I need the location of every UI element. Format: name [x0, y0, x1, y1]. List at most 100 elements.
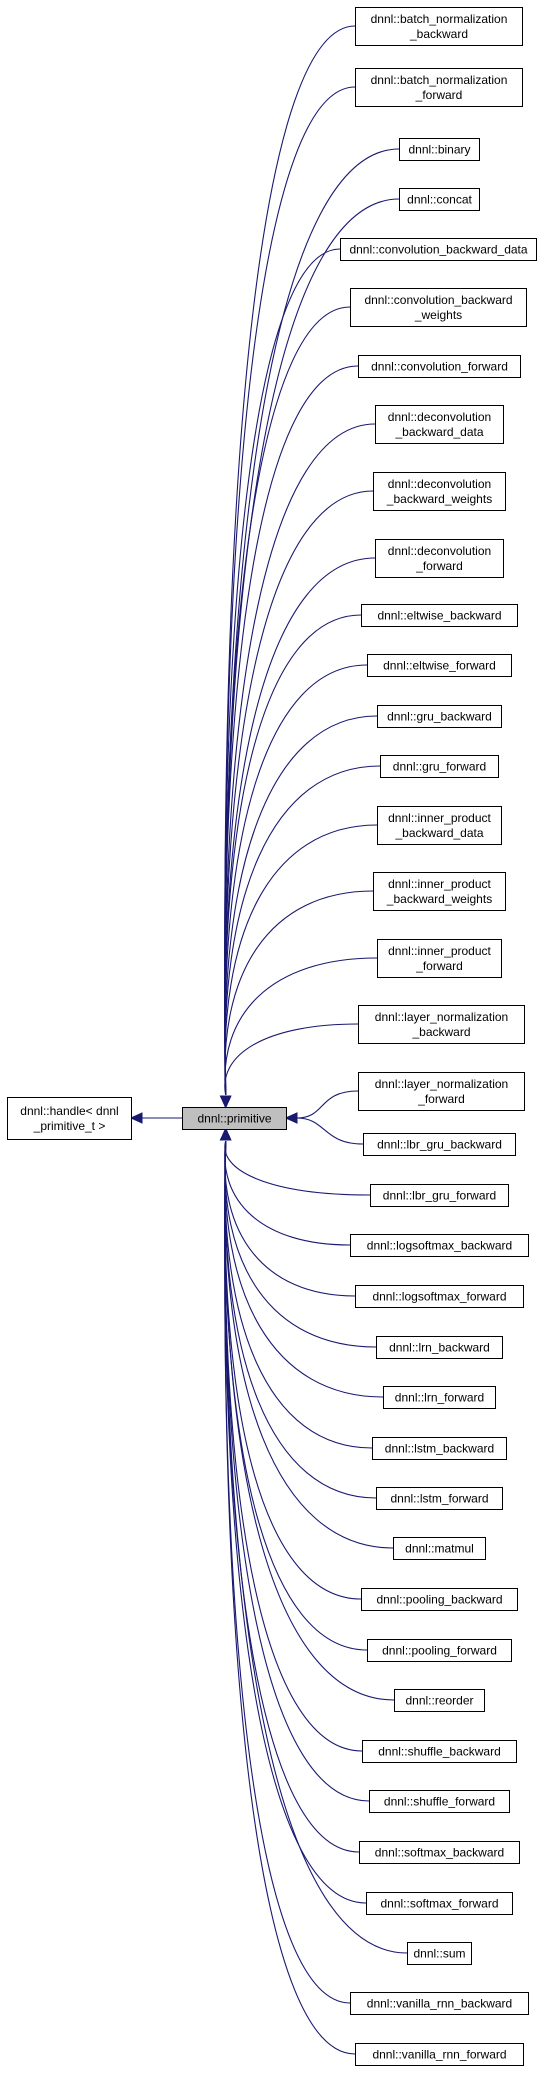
- node-dnnl-concat[interactable]: dnnl::concat: [399, 188, 480, 211]
- node-dnnl-lrn-backward-label: dnnl::lrn_backward: [389, 1341, 490, 1355]
- node-dnnl-batch-normalization-forward-label: _forward: [415, 88, 463, 102]
- edge-dnnl-convolution-backward-weights: [224, 306, 351, 1096]
- node-dnnl-sum[interactable]: dnnl::sum: [407, 1942, 472, 1965]
- node-dnnl-shuffle-backward-box: [362, 1740, 517, 1763]
- node-dnnl-reorder[interactable]: dnnl::reorder: [394, 1689, 485, 1712]
- node-dnnl-deconvolution-forward-label: dnnl::deconvolution: [388, 544, 491, 558]
- node-handle-primitive-t-label: _primitive_t >: [33, 1119, 106, 1133]
- node-dnnl-batch-normalization-backward[interactable]: dnnl::batch_normalization_backward: [355, 7, 523, 46]
- node-dnnl-lbr-gru-backward[interactable]: dnnl::lbr_gru_backward: [363, 1133, 516, 1156]
- node-dnnl-shuffle-backward[interactable]: dnnl::shuffle_backward: [362, 1740, 517, 1763]
- node-dnnl-inner-product-backward-weights-label: _backward_weights: [386, 892, 492, 906]
- node-dnnl-convolution-backward-data-box: [340, 238, 537, 261]
- node-handle-primitive-t-box: [7, 1097, 132, 1140]
- node-dnnl-softmax-forward[interactable]: dnnl::softmax_forward: [366, 1892, 513, 1915]
- node-dnnl-batch-normalization-forward-label: dnnl::batch_normalization: [371, 73, 508, 87]
- node-dnnl-batch-normalization-backward-box: [355, 7, 523, 46]
- node-dnnl-convolution-forward[interactable]: dnnl::convolution_forward: [358, 355, 521, 378]
- node-dnnl-gru-forward[interactable]: dnnl::gru_forward: [380, 755, 499, 778]
- node-dnnl-layer-normalization-forward-label: _forward: [417, 1092, 465, 1106]
- node-dnnl-lbr-gru-forward-box: [370, 1184, 509, 1207]
- node-dnnl-lrn-backward[interactable]: dnnl::lrn_backward: [376, 1336, 503, 1359]
- nodes-layer: dnnl::handle< dnnl_primitive_t > dnnl::pr…: [7, 7, 537, 2066]
- node-dnnl-convolution-backward-weights-box: [350, 288, 527, 327]
- edge-dnnl-softmax-forward: [224, 1140, 367, 1904]
- node-dnnl-eltwise-forward[interactable]: dnnl::eltwise_forward: [367, 654, 512, 677]
- edge-dnnl-pooling-forward: [224, 1140, 368, 1651]
- edge-dnnl-eltwise-forward: [224, 664, 368, 1096]
- node-dnnl-deconvolution-backward-weights-label: _backward_weights: [386, 492, 492, 506]
- node-dnnl-inner-product-backward-data[interactable]: dnnl::inner_product_backward_data: [377, 806, 502, 845]
- node-dnnl-inner-product-forward-label: _forward: [415, 959, 463, 973]
- node-dnnl-lrn-backward-box: [376, 1336, 503, 1359]
- edge-dnnl-inner-product-backward-weights: [224, 890, 374, 1096]
- node-dnnl-lrn-forward-box: [383, 1386, 496, 1409]
- node-dnnl-eltwise-backward[interactable]: dnnl::eltwise_backward: [361, 604, 518, 627]
- node-dnnl-pooling-forward[interactable]: dnnl::pooling_forward: [367, 1639, 512, 1662]
- node-dnnl-layer-normalization-backward-label: dnnl::layer_normalization: [375, 1010, 508, 1024]
- arrowhead-icon: [219, 1127, 232, 1141]
- edge-dnnl-convolution-forward: [224, 365, 359, 1096]
- node-dnnl-layer-normalization-backward-box: [358, 1005, 525, 1044]
- node-dnnl-convolution-backward-weights-label: dnnl::convolution_backward: [364, 293, 512, 307]
- node-dnnl-logsoftmax-backward[interactable]: dnnl::logsoftmax_backward: [350, 1234, 529, 1257]
- node-dnnl-softmax-backward-label: dnnl::softmax_backward: [375, 1846, 504, 1860]
- node-dnnl-softmax-backward[interactable]: dnnl::softmax_backward: [359, 1841, 520, 1864]
- node-dnnl-logsoftmax-forward[interactable]: dnnl::logsoftmax_forward: [355, 1285, 524, 1308]
- edges-layer: [129, 25, 408, 2055]
- node-dnnl-gru-forward-box: [380, 755, 499, 778]
- node-dnnl-shuffle-forward[interactable]: dnnl::shuffle_forward: [369, 1790, 510, 1813]
- node-dnnl-lbr-gru-forward[interactable]: dnnl::lbr_gru_forward: [370, 1184, 509, 1207]
- node-dnnl-layer-normalization-forward[interactable]: dnnl::layer_normalization_forward: [358, 1072, 525, 1111]
- edge-dnnl-lrn-backward: [224, 1140, 377, 1348]
- node-dnnl-binary[interactable]: dnnl::binary: [399, 138, 480, 161]
- node-dnnl-vanilla-rnn-backward[interactable]: dnnl::vanilla_rnn_backward: [350, 1992, 529, 2015]
- edge-dnnl-inner-product-forward: [224, 957, 378, 1096]
- node-dnnl-lstm-backward-label: dnnl::lstm_backward: [385, 1442, 494, 1456]
- node-dnnl-binary-box: [399, 138, 480, 161]
- node-dnnl-gru-backward[interactable]: dnnl::gru_backward: [377, 705, 502, 728]
- node-dnnl-deconvolution-backward-weights-label: dnnl::deconvolution: [388, 477, 491, 491]
- node-dnnl-lbr-gru-forward-label: dnnl::lbr_gru_forward: [383, 1189, 496, 1203]
- node-dnnl-convolution-backward-data[interactable]: dnnl::convolution_backward_data: [340, 238, 537, 261]
- node-dnnl-logsoftmax-backward-label: dnnl::logsoftmax_backward: [367, 1239, 512, 1253]
- node-dnnl-shuffle-forward-label: dnnl::shuffle_forward: [384, 1795, 495, 1809]
- edge-dnnl-logsoftmax-forward: [224, 1140, 356, 1297]
- node-dnnl-inner-product-forward[interactable]: dnnl::inner_product_forward: [377, 939, 502, 978]
- edge-dnnl-sum: [224, 1140, 408, 1954]
- node-dnnl-layer-normalization-backward[interactable]: dnnl::layer_normalization_backward: [358, 1005, 525, 1044]
- node-dnnl-eltwise-forward-box: [367, 654, 512, 677]
- node-dnnl-sum-box: [407, 1942, 472, 1965]
- node-dnnl-deconvolution-forward[interactable]: dnnl::deconvolution_forward: [375, 539, 504, 578]
- node-dnnl-deconvolution-forward-box: [375, 539, 504, 578]
- node-dnnl-batch-normalization-forward[interactable]: dnnl::batch_normalization_forward: [355, 68, 523, 107]
- node-handle-primitive-t[interactable]: dnnl::handle< dnnl_primitive_t >: [7, 1097, 132, 1140]
- node-dnnl-convolution-backward-weights-label: _weights: [414, 308, 462, 322]
- node-primitive[interactable]: dnnl::primitive: [182, 1107, 287, 1130]
- node-dnnl-inner-product-backward-weights[interactable]: dnnl::inner_product_backward_weights: [373, 872, 506, 911]
- node-dnnl-softmax-forward-box: [366, 1892, 513, 1915]
- node-dnnl-lbr-gru-backward-label: dnnl::lbr_gru_backward: [377, 1138, 502, 1152]
- node-dnnl-deconvolution-backward-weights[interactable]: dnnl::deconvolution_backward_weights: [373, 472, 506, 511]
- node-dnnl-batch-normalization-forward-box: [355, 68, 523, 107]
- node-dnnl-convolution-backward-weights[interactable]: dnnl::convolution_backward_weights: [350, 288, 527, 327]
- node-dnnl-softmax-backward-box: [359, 1841, 520, 1864]
- node-dnnl-eltwise-forward-label: dnnl::eltwise_forward: [383, 659, 496, 673]
- node-dnnl-lstm-backward[interactable]: dnnl::lstm_backward: [372, 1437, 507, 1460]
- node-dnnl-shuffle-forward-box: [369, 1790, 510, 1813]
- node-dnnl-vanilla-rnn-backward-box: [350, 1992, 529, 2015]
- node-dnnl-matmul-box: [393, 1537, 486, 1560]
- node-dnnl-matmul[interactable]: dnnl::matmul: [393, 1537, 486, 1560]
- node-dnnl-deconvolution-backward-data[interactable]: dnnl::deconvolution_backward_data: [375, 405, 504, 444]
- node-dnnl-lrn-forward[interactable]: dnnl::lrn_forward: [383, 1386, 496, 1409]
- node-dnnl-vanilla-rnn-forward-label: dnnl::vanilla_rnn_forward: [372, 2048, 506, 2062]
- node-dnnl-logsoftmax-forward-box: [355, 1285, 524, 1308]
- node-dnnl-vanilla-rnn-forward[interactable]: dnnl::vanilla_rnn_forward: [355, 2043, 524, 2066]
- node-dnnl-convolution-forward-box: [358, 355, 521, 378]
- node-dnnl-lstm-forward[interactable]: dnnl::lstm_forward: [376, 1487, 503, 1510]
- node-handle-primitive-t-label: dnnl::handle< dnnl: [20, 1104, 118, 1118]
- node-dnnl-pooling-forward-box: [367, 1639, 512, 1662]
- node-dnnl-pooling-backward[interactable]: dnnl::pooling_backward: [361, 1588, 518, 1611]
- node-dnnl-reorder-box: [394, 1689, 485, 1712]
